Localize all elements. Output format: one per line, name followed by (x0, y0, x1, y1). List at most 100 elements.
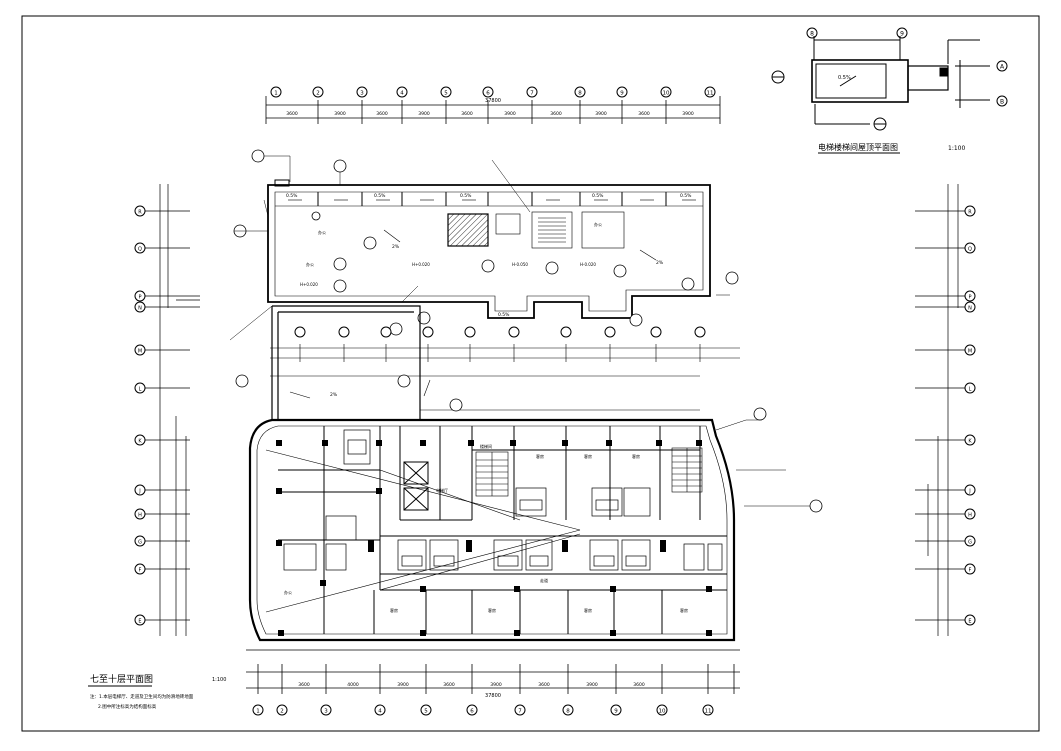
room-label: 电梯厅 (436, 487, 448, 493)
grid-left-label: G (138, 540, 142, 546)
grid-bottom-label: 10 (659, 709, 666, 715)
elev-label: H+0.020 (412, 262, 430, 267)
sheet-border (21, 15, 1040, 732)
grid-left-label: E (138, 619, 141, 625)
slope-label: 2% (392, 244, 400, 250)
grid-right-label: G (968, 540, 972, 546)
grid-top-label: 7 (530, 91, 534, 97)
room-label: 走道 (540, 577, 548, 583)
grid-left-label: K (138, 439, 142, 445)
grid-right-label: F (969, 568, 972, 574)
dim-top: 3600 (638, 111, 650, 117)
dim-bottom: 3600 (538, 682, 550, 688)
terrace-walls (271, 305, 700, 420)
grid-right-label: Q (968, 247, 972, 253)
slope-label: 2% (330, 392, 338, 398)
structural-columns (276, 440, 712, 636)
hatched-shaft (447, 213, 489, 247)
grid-bottom-label: 2 (280, 709, 284, 715)
grid-right-label: R (968, 210, 972, 216)
room-label: 客房 (584, 607, 592, 613)
grid-top-label: 2 (316, 91, 320, 97)
dim-bottom: 3600 (298, 682, 310, 688)
grid-right-label: L (969, 387, 972, 393)
room-label: 办公 (318, 229, 326, 235)
slope-label: 2% (656, 260, 664, 266)
inset-slope: 0.5% (838, 75, 851, 81)
grid-right-label: M (968, 349, 972, 355)
right-callouts (715, 294, 810, 507)
inset-roof-plan (811, 36, 990, 125)
grid-right-label: P (968, 295, 971, 301)
slope-label: 0.5% (498, 312, 510, 318)
dim-top: 3900 (418, 111, 430, 117)
grid-left-label: R (138, 210, 142, 216)
dim-bottom: 3600 (633, 682, 645, 688)
grid-top-label: 10 (663, 91, 670, 97)
mid-grid-bubbles (294, 326, 706, 338)
grid-top-label: 5 (444, 91, 448, 97)
detail-bubbles (233, 149, 739, 336)
right-grid-bubbles (964, 205, 976, 626)
grid-bottom-label: 11 (705, 709, 712, 715)
grid-right-label: K (968, 439, 972, 445)
dim-top: 3600 (550, 111, 562, 117)
dim-top: 3600 (461, 111, 473, 117)
dim-bottom: 4000 (347, 682, 359, 688)
inset-grid-label: A (1000, 64, 1005, 71)
grid-left-label: H (138, 513, 142, 519)
inset-grid-label: 9 (900, 31, 904, 38)
upper-terrace-block (267, 179, 711, 319)
dim-top: 3900 (334, 111, 346, 117)
dim-top: 3900 (682, 111, 694, 117)
slope-label: 0.5% (286, 193, 298, 199)
grid-bottom-label: 5 (424, 709, 428, 715)
room-label: 客房 (390, 607, 398, 613)
mid-dimension-chain (270, 344, 740, 377)
slope-label: 0.5% (592, 193, 604, 199)
dim-bottom: 3900 (397, 682, 409, 688)
dim-top-total: 37800 (485, 98, 501, 104)
inset-grid-label: B (1000, 99, 1004, 106)
dim-top: 3900 (504, 111, 516, 117)
room-label: 办公 (284, 589, 292, 595)
main-plan-scale: 1:100 (212, 677, 226, 683)
inset-grid-label: 8 (810, 31, 814, 38)
terrace-bubbles (235, 374, 823, 513)
slope-label: 0.5% (460, 193, 472, 199)
room-label: 办公 (594, 221, 602, 227)
dim-top: 3600 (376, 111, 388, 117)
dim-top: 3600 (286, 111, 298, 117)
reference-lines (265, 449, 581, 613)
grid-left-label: L (139, 387, 142, 393)
grid-left-label: Q (138, 247, 142, 253)
grid-bottom-label: 1 (256, 709, 260, 715)
right-dimension-chain (915, 184, 966, 636)
grid-left-label: N (138, 306, 142, 312)
elev-label: H+0.020 (300, 282, 318, 287)
room-label: 客房 (680, 607, 688, 613)
leader-lines (229, 155, 531, 341)
grid-bottom-label: 9 (614, 709, 618, 715)
room-label: 楼梯间 (480, 443, 492, 449)
room-label: 客房 (584, 453, 592, 459)
top-dimension-chain (265, 96, 721, 124)
elev-label: H-0.020 (580, 262, 596, 267)
grid-right-label: N (968, 306, 972, 312)
grid-top-label: 9 (620, 91, 624, 97)
grid-left-label: M (138, 349, 142, 355)
slope-label: 0.5% (680, 193, 692, 199)
upper-stair (495, 211, 625, 249)
dim-bottom: 3900 (490, 682, 502, 688)
inset-grid-bubbles (771, 27, 1008, 131)
grid-bottom-label: 6 (470, 709, 474, 715)
bottom-dimension-chain (246, 649, 740, 694)
grid-bottom-label: 3 (324, 709, 328, 715)
main-plan-title: 七至十层平面图 (90, 673, 153, 685)
elevator-shafts (403, 461, 429, 511)
grid-bottom-label: 7 (518, 709, 522, 715)
dim-top: 3900 (595, 111, 607, 117)
grid-top-label: 3 (360, 91, 364, 97)
left-dimension-chain (144, 184, 200, 636)
inset-title: 电梯楼梯间屋顶平面图 (818, 142, 898, 152)
